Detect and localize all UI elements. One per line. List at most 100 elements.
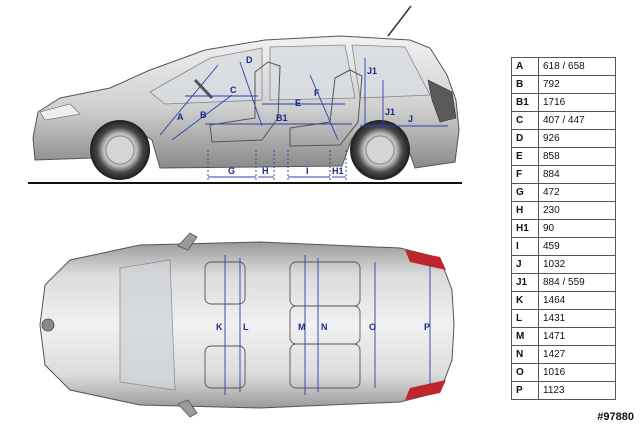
label-B: B: [200, 110, 207, 120]
side-view: A B C D E F B1 J1 J1 J G H I H1: [28, 5, 462, 184]
dimension-key: J: [511, 255, 539, 274]
brand-logo: [41, 318, 55, 332]
front-wheel: [90, 120, 150, 180]
dimension-value: 884: [538, 165, 616, 184]
label-K: K: [216, 322, 223, 332]
label-J1-lower: J1: [385, 107, 395, 117]
dimension-key: B: [511, 75, 539, 94]
label-L: L: [243, 322, 249, 332]
dimension-key: H1: [511, 219, 539, 238]
side-dimension-lines: [159, 58, 448, 180]
dimension-key: C: [511, 111, 539, 130]
dimension-key: E: [511, 147, 539, 166]
dimension-value: 884 / 559: [538, 273, 616, 292]
dimension-key: M: [511, 327, 539, 346]
tail-light-side: [427, 79, 457, 123]
top-dimension-lines: [224, 255, 431, 395]
dimension-value: 1016: [538, 363, 616, 382]
dimension-key: F: [511, 165, 539, 184]
right-mirror: [177, 399, 198, 418]
dimension-value: 1464: [538, 291, 616, 310]
side-body: [32, 35, 460, 169]
label-M: M: [298, 322, 306, 332]
dimension-value: 1716: [538, 93, 616, 112]
label-F: F: [314, 88, 320, 98]
dimension-value: 926: [538, 129, 616, 148]
front-seat-outline: [209, 61, 281, 143]
antenna: [387, 5, 412, 37]
label-O: O: [369, 322, 376, 332]
label-J: J: [408, 114, 413, 124]
steering-wheel: [193, 78, 214, 100]
watermark: #97880: [597, 411, 634, 423]
tail-light-right: [405, 380, 446, 400]
dimension-key: H: [511, 201, 539, 220]
top-view: K L M N O P: [39, 232, 455, 418]
dimension-key: B1: [511, 93, 539, 112]
label-H1: H1: [332, 166, 344, 176]
windshield: [119, 259, 176, 391]
dimension-key: L: [511, 309, 539, 328]
rear-window: [269, 44, 356, 101]
dimension-value: 1427: [538, 345, 616, 364]
label-C: C: [230, 85, 237, 95]
dimension-value: 230: [538, 201, 616, 220]
label-P: P: [424, 322, 430, 332]
dimension-value: 459: [538, 237, 616, 256]
tail-light-left: [405, 250, 446, 270]
dimension-key: I: [511, 237, 539, 256]
label-N: N: [321, 322, 328, 332]
label-B1: B1: [276, 113, 288, 123]
dimension-key: O: [511, 363, 539, 382]
label-G: G: [228, 166, 235, 176]
head-light: [39, 103, 81, 121]
left-mirror: [177, 232, 198, 251]
dimension-value: 1471: [538, 327, 616, 346]
dimension-key: J1: [511, 273, 539, 292]
dimension-value: 618 / 658: [538, 57, 616, 76]
dimension-key: K: [511, 291, 539, 310]
front-window: [149, 47, 263, 105]
quarter-window: [351, 44, 431, 99]
label-D: D: [246, 55, 253, 65]
rear-wheel: [350, 120, 410, 180]
dimension-key: G: [511, 183, 539, 202]
dimension-value: 858: [538, 147, 616, 166]
dimension-value: 1032: [538, 255, 616, 274]
label-I: I: [306, 166, 309, 176]
dimension-value: 90: [538, 219, 616, 238]
label-J1-upper: J1: [367, 66, 377, 76]
dimension-value: 792: [538, 75, 616, 94]
label-A: A: [177, 112, 184, 122]
label-E: E: [295, 98, 301, 108]
dimension-key: N: [511, 345, 539, 364]
dimension-value: 472: [538, 183, 616, 202]
dimension-value: 1431: [538, 309, 616, 328]
dimension-value: 407 / 447: [538, 111, 616, 130]
label-H: H: [262, 166, 269, 176]
dimension-key: P: [511, 381, 539, 400]
dimension-value: 1123: [538, 381, 616, 400]
